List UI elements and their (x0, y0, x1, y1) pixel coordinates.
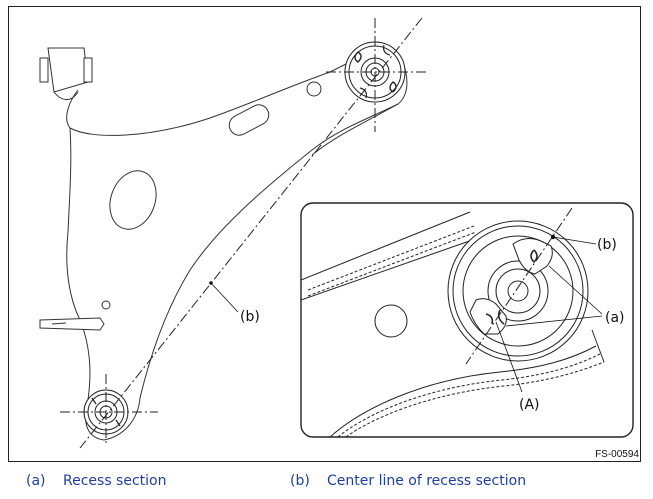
center-line-inset-label: (b) (597, 237, 617, 253)
legend: (a) Recess section (b) Center line of re… (0, 473, 653, 493)
legend-key-a: (a) (26, 473, 46, 489)
legend-text-b: Center line of recess section (327, 473, 527, 489)
lower-arm-outline (39, 47, 408, 441)
center-line-main (79, 17, 423, 449)
center-line-main-label: (b) (240, 309, 260, 325)
reference-inset-label: (A) (519, 397, 540, 413)
front-bushing-center-lines (326, 18, 426, 132)
rear-bushing-center-lines (60, 374, 158, 446)
figure-code: FS-00594 (595, 449, 639, 460)
inset-leaders (495, 234, 603, 393)
legend-text-a: Recess section (63, 473, 167, 489)
recess-inset-label: (a) (605, 310, 625, 326)
detail-inset-content (301, 207, 605, 437)
legend-key-b: (b) (290, 473, 310, 489)
center-line-main-leader (209, 281, 239, 313)
